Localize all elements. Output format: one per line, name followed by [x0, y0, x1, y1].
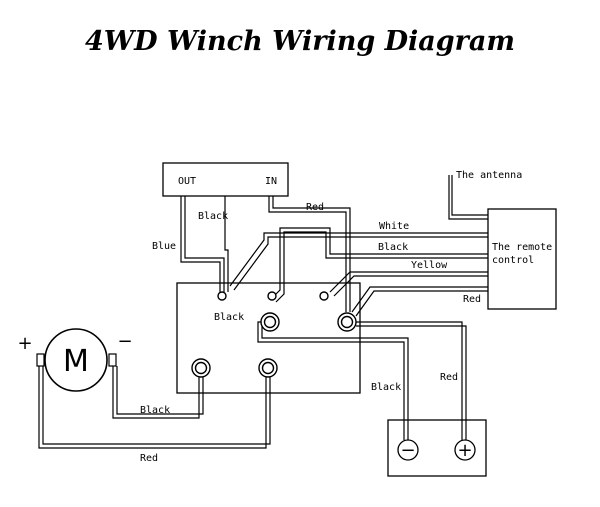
solenoid-big-terminals: [191, 312, 357, 378]
solenoid-small-terminals: [217, 291, 329, 301]
switch-box: OUT IN: [162, 162, 289, 197]
wire-labels: Black Red Blue White Black Yellow Red Bl…: [140, 202, 481, 464]
label-blue: Blue: [152, 241, 176, 252]
motor-minus-sign: −: [117, 331, 132, 352]
wires-remote: [229, 227, 488, 317]
motor: M + −: [17, 328, 133, 392]
label-black-top: Black: [198, 211, 228, 222]
battery: − +: [387, 419, 487, 477]
antenna-label: The antenna: [456, 170, 522, 181]
label-black-solenoid: Black: [214, 312, 244, 323]
antenna: The antenna: [448, 170, 522, 220]
battery-minus-sign: −: [400, 440, 415, 461]
battery-positive-terminal: [454, 439, 476, 461]
label-yellow: Yellow: [411, 260, 448, 271]
motor-plus-sign: +: [17, 333, 32, 354]
label-red-battery: Red: [440, 372, 458, 383]
label-black-motor: Black: [140, 405, 170, 416]
label-black-remote: Black: [378, 242, 408, 253]
label-red-motor: Red: [140, 453, 158, 464]
label-red-remote: Red: [463, 294, 481, 305]
label-black-battery: Black: [371, 382, 401, 393]
wires-battery: [257, 321, 467, 440]
switch-in-label: IN: [265, 176, 277, 187]
motor-left-terminal: [36, 353, 45, 367]
motor-right-terminal: [108, 353, 117, 367]
motor-symbol: M: [63, 344, 89, 379]
battery-plus-sign: +: [457, 440, 472, 461]
label-white: White: [379, 221, 409, 232]
label-red-top: Red: [306, 202, 324, 213]
switch-out-label: OUT: [178, 176, 196, 187]
remote-label-line1: The remote: [492, 242, 552, 253]
remote-label-line2: control: [492, 255, 534, 266]
diagram-title: 4WD Winch Wiring Diagram: [85, 26, 515, 57]
wires-motor: [38, 366, 271, 449]
remote-control-box: The remote control: [487, 208, 557, 310]
wires-switch: [180, 196, 351, 312]
